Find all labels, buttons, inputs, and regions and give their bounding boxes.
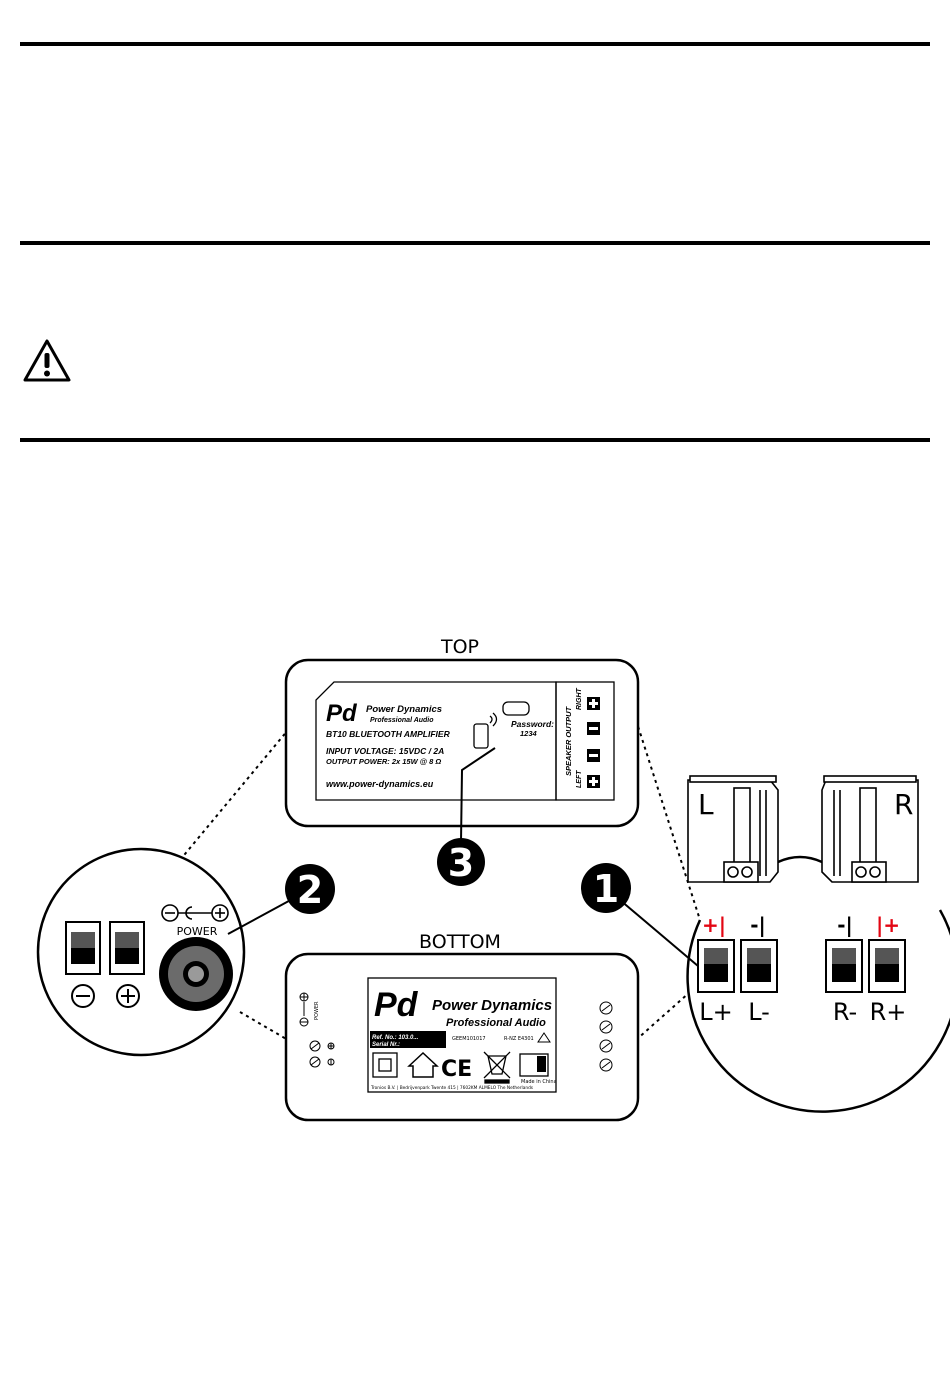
section-rule-3 xyxy=(20,438,930,442)
minus-symbol xyxy=(71,984,95,1008)
bottom-plate: Pd Power Dynamics Professional Audio Ref… xyxy=(284,952,640,1122)
ce-mark: CE xyxy=(441,1057,472,1082)
bottom-screws-right xyxy=(599,1001,613,1072)
svg-text:2: 2 xyxy=(297,868,323,912)
callout-3: 3 xyxy=(437,838,485,886)
section-rule-2 xyxy=(20,241,930,245)
callout-1: 1 xyxy=(581,863,631,913)
speaker-terminal-block xyxy=(697,939,906,993)
warning-icon xyxy=(23,339,71,382)
bottom-label: BOTTOM xyxy=(419,931,501,953)
password-label: Password: xyxy=(511,719,554,729)
speaker-terminal-marks xyxy=(587,697,600,788)
weee-bin-icon xyxy=(483,1051,511,1084)
speaker-right-label: R xyxy=(894,788,913,821)
indoor-use-icon xyxy=(407,1051,439,1078)
speaker-cable xyxy=(777,855,823,864)
right-label: RIGHT xyxy=(576,688,583,711)
bluetooth-signal-icon xyxy=(489,712,498,727)
bottom-power-marks xyxy=(299,992,309,1027)
password-value: 1234 xyxy=(520,729,538,738)
top-input-voltage: INPUT VOLTAGE: 15VDC / 2A xyxy=(326,746,444,756)
top-url: www.power-dynamics.eu xyxy=(326,779,434,789)
speaker-zoom-circle: +| -| -| |+ L+ L- R- R+ xyxy=(619,899,950,1113)
terminal-bottom-label-4: R+ xyxy=(870,998,907,1026)
svg-text:3: 3 xyxy=(448,841,474,885)
terminal-bottom-label-3: R- xyxy=(833,998,857,1026)
serial-number: Serial Nr.: xyxy=(372,1042,400,1048)
bottom-screws-left xyxy=(309,1040,335,1068)
rnz-code: R-NZ E4301 xyxy=(504,1036,534,1042)
power-terminal-block xyxy=(65,921,145,975)
bottom-power-label: POWER xyxy=(314,1001,320,1020)
dc-jack-icon xyxy=(159,937,233,1011)
svg-text:Pd: Pd xyxy=(374,986,419,1024)
top-output-power: OUTPUT POWER: 2x 15W @ 8 Ω xyxy=(326,757,441,766)
ref-number: Ref. No.: 103.0... xyxy=(372,1035,419,1041)
power-zoom-label: POWER xyxy=(177,925,218,938)
top-brand: Power Dynamics xyxy=(366,704,442,715)
speaker-left-label: L xyxy=(698,788,714,821)
terminal-top-label-2: -| xyxy=(750,913,766,937)
section-rule-1 xyxy=(20,42,930,46)
top-model: BT10 BLUETOOTH AMPLIFIER xyxy=(326,729,451,739)
left-label: LEFT xyxy=(576,770,583,788)
svg-text:Pd: Pd xyxy=(326,700,358,727)
manual-icon xyxy=(519,1053,549,1077)
power-zoom-circle: POWER xyxy=(36,847,299,1057)
zoom-guides xyxy=(179,719,701,1041)
speaker-left xyxy=(687,775,779,883)
bottom-brand: Power Dynamics xyxy=(432,997,552,1014)
top-plate: Pd Power Dynamics Professional Audio BT1… xyxy=(284,658,640,843)
speaker-right xyxy=(821,775,919,883)
top-brand-sub: Professional Audio xyxy=(370,717,434,724)
pair-button-icon xyxy=(502,701,530,716)
svg-text:1: 1 xyxy=(593,867,619,911)
product-code: GEEM101017 xyxy=(452,1036,486,1042)
pd-logo-top: Pd xyxy=(326,700,358,727)
phone-icon xyxy=(473,723,489,749)
terminal-top-label-4: |+ xyxy=(876,913,900,937)
speaker-output-label: SPEAKER OUTPUT xyxy=(564,705,573,776)
company-address: Tronios B.V. | Bedrijvenpark Twente 415 … xyxy=(370,1085,534,1091)
plus-symbol xyxy=(116,984,140,1008)
double-insulation-icon xyxy=(372,1052,398,1078)
terminal-bottom-label-1: L+ xyxy=(699,998,732,1026)
rcm-mark-icon xyxy=(537,1032,551,1043)
terminal-top-label-1: +| xyxy=(702,913,726,937)
terminal-bottom-label-2: L- xyxy=(748,998,770,1026)
dc-polarity-icon xyxy=(161,904,229,922)
callout-2: 2 xyxy=(285,864,335,914)
terminal-top-label-3: -| xyxy=(837,913,853,937)
made-in: Made in China xyxy=(521,1079,557,1085)
bottom-brand-sub: Professional Audio xyxy=(446,1017,546,1029)
top-label: TOP xyxy=(440,636,479,658)
